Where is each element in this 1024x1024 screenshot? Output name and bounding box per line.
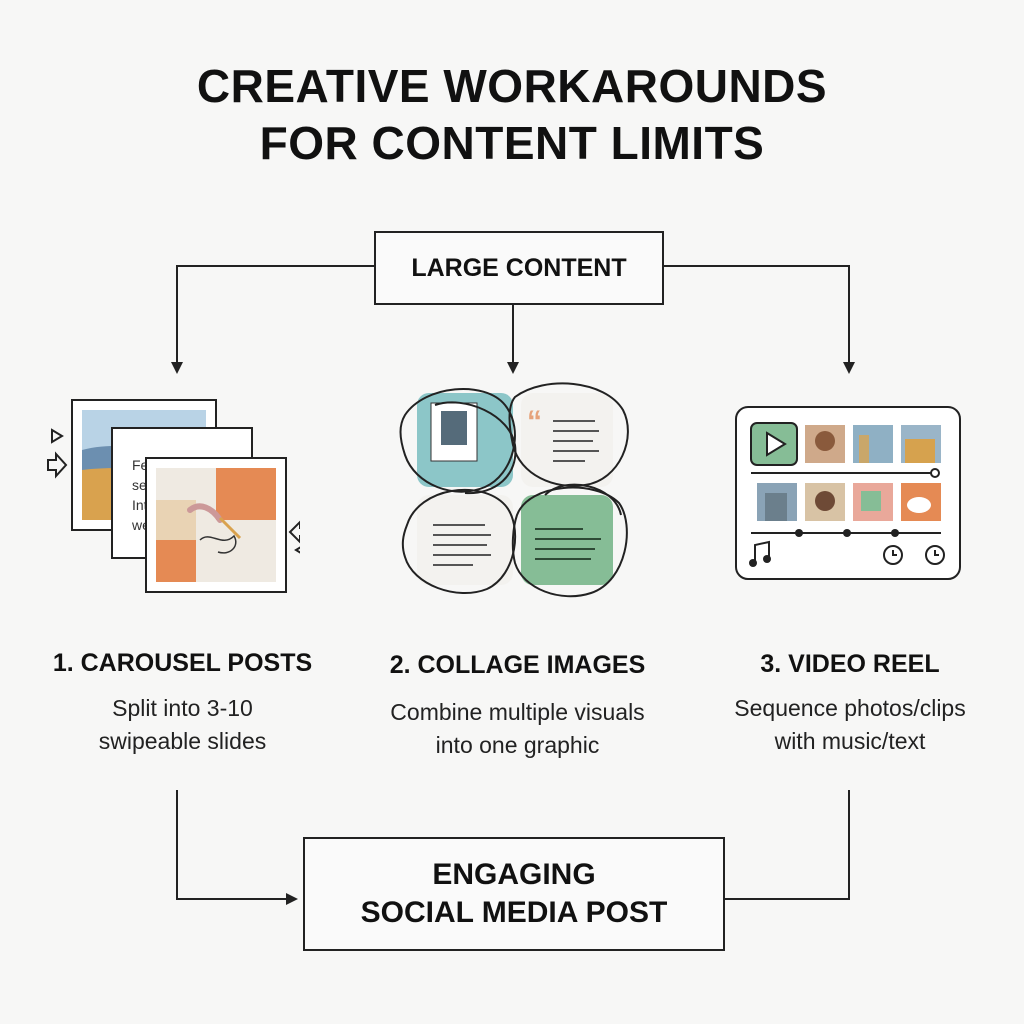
svg-text:se: se (132, 477, 147, 493)
method-desc-collage-line-1: Combine multiple visuals (390, 699, 645, 725)
large-content-label: LARGE CONTENT (411, 253, 627, 282)
play-icon (766, 431, 787, 457)
svg-text:Fe: Fe (132, 457, 149, 473)
method-desc-carousel-line-2: swipeable slides (98, 728, 267, 754)
method-desc-carousel-line-1: Split into 3-10 (112, 695, 253, 721)
music-note-icon (749, 540, 771, 567)
clock-icon (883, 545, 945, 565)
play-arrow-icon (51, 428, 64, 444)
swipe-left-icon (288, 520, 300, 544)
method-heading-video: 3. VIDEO REEL (760, 650, 940, 678)
result-label-line-1: ENGAGING (432, 858, 596, 891)
method-heading-collage: 2. COLLAGE IMAGES (389, 651, 646, 679)
rewind-arrow-icon (294, 546, 300, 554)
large-content-box: LARGE CONTENT (374, 231, 664, 305)
method-desc-carousel: Split into 3-10 swipeable slides (10, 692, 355, 758)
page-title-line-1: CREATIVE WORKAROUNDS (196, 60, 828, 112)
arrow-carousel-to-result (176, 790, 298, 905)
result-label-line-2: SOCIAL MEDIA POST (360, 896, 668, 929)
method-desc-video-line-1: Sequence photos/clips (734, 695, 966, 721)
swipe-right-icon (47, 451, 68, 479)
line-video-to-result (723, 790, 850, 900)
video-timeline-icon (735, 406, 961, 580)
method-desc-collage: Combine multiple visuals into one graphi… (345, 696, 690, 762)
page-title-line-2: FOR CONTENT LIMITS (259, 117, 765, 169)
arrow-to-video (662, 265, 855, 374)
carousel-slides-icon: Fe se Int we (47, 399, 300, 593)
method-heading-carousel: 1. CAROUSEL POSTS (52, 649, 313, 677)
method-desc-collage-line-2: into one graphic (435, 732, 600, 758)
method-desc-video: Sequence photos/clips with music/text (680, 692, 1020, 758)
svg-text:Int: Int (132, 497, 148, 513)
arrow-to-carousel (171, 265, 374, 374)
method-desc-video-line-2: with music/text (774, 728, 926, 754)
result-box: ENGAGING SOCIAL MEDIA POST (303, 837, 725, 951)
collage-icon: “ (399, 382, 629, 598)
svg-text:“: “ (527, 405, 542, 438)
